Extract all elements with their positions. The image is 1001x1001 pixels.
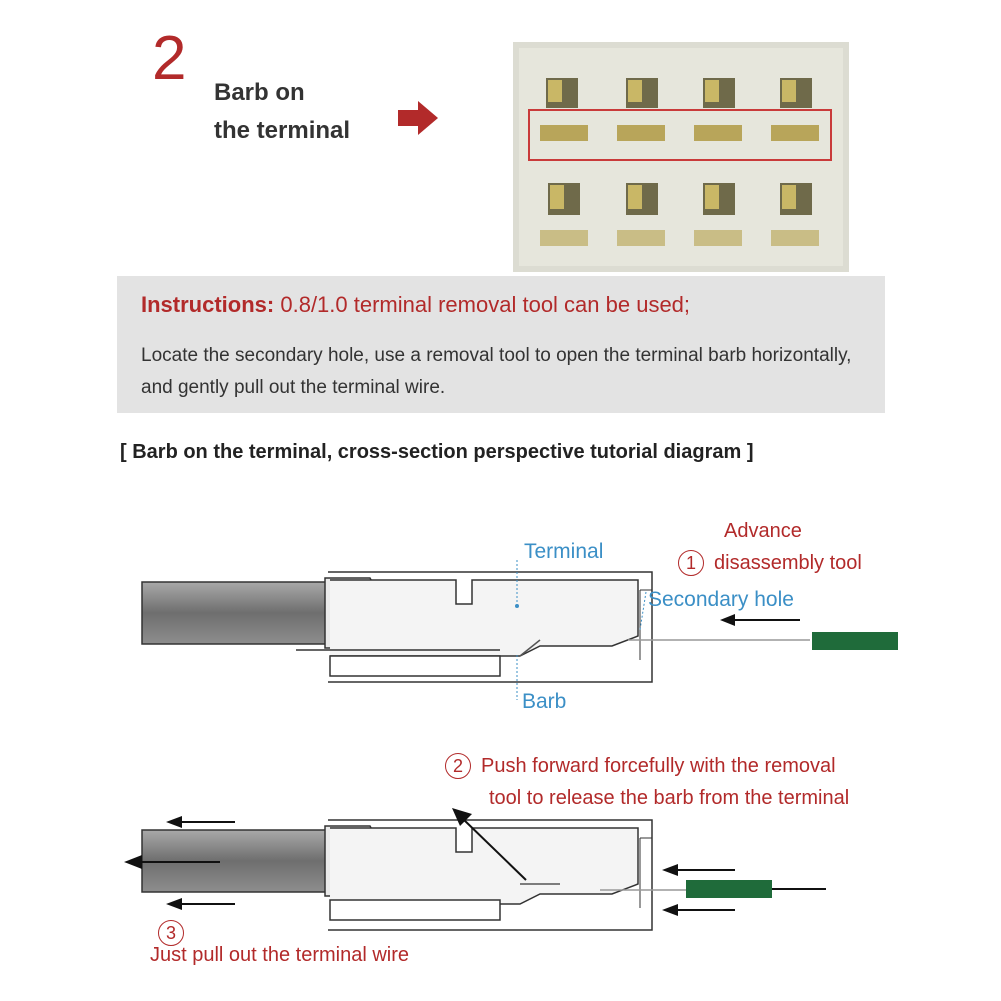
terminal-cell	[780, 78, 812, 108]
instructions-label: Instructions:	[141, 292, 275, 317]
step3-circle: 3	[158, 920, 194, 946]
step3-number: 3	[158, 920, 184, 946]
lower-cross-section	[124, 808, 826, 931]
barb	[519, 639, 541, 657]
housing	[328, 819, 653, 931]
terminal-cell	[626, 183, 658, 215]
instructions-tool: 0.8/1.0 terminal removal tool can be use…	[280, 292, 691, 317]
removal-tool	[686, 880, 772, 898]
red-arrow-icon	[398, 101, 438, 135]
secondary-hole-label: Secondary hole	[648, 588, 794, 611]
step1-text-line2: disassembly tool	[714, 552, 862, 574]
terminal-cell	[703, 78, 735, 108]
terminal-body	[330, 827, 639, 905]
barb-highlight-box	[528, 109, 832, 161]
terminal-cell	[780, 183, 812, 215]
terminal-cell	[703, 183, 735, 215]
removal-tool	[812, 632, 898, 650]
step1: 1 disassembly tool	[678, 547, 862, 579]
terminal-body	[330, 579, 639, 657]
step1-number: 1	[678, 550, 704, 576]
instructions-heading: Instructions: 0.8/1.0 terminal removal t…	[141, 292, 690, 318]
step-title-line1: Barb on	[214, 79, 305, 106]
step2-number: 2	[445, 753, 471, 779]
step1-text-line1: Advance	[724, 520, 802, 542]
terminal-cell	[626, 78, 658, 108]
barb-label: Barb	[522, 690, 567, 713]
step-title-line2: the terminal	[214, 117, 351, 144]
step-title: Barb on the terminal	[214, 74, 350, 150]
instructions-box	[117, 276, 885, 413]
step-number: 2	[152, 24, 187, 93]
terminal-cell	[548, 183, 580, 215]
terminal-cell	[546, 78, 578, 108]
instructions-body: Locate the secondary hole, use a removal…	[141, 345, 852, 398]
terminal-photo	[513, 42, 849, 272]
wire	[141, 581, 329, 645]
upper-cross-section	[141, 560, 898, 700]
step2-text-line2: tool to release the barb from the termin…	[489, 787, 850, 809]
step2: 2 Push forward forcefully with the remova…	[445, 750, 836, 782]
housing	[328, 571, 653, 683]
diagram-title: [ Barb on the terminal, cross-section pe…	[120, 441, 754, 463]
terminal-label: Terminal	[524, 540, 604, 563]
step2-text-line1: Push forward forcefully with the removal	[481, 755, 836, 777]
step3-text: Just pull out the terminal wire	[150, 944, 410, 966]
